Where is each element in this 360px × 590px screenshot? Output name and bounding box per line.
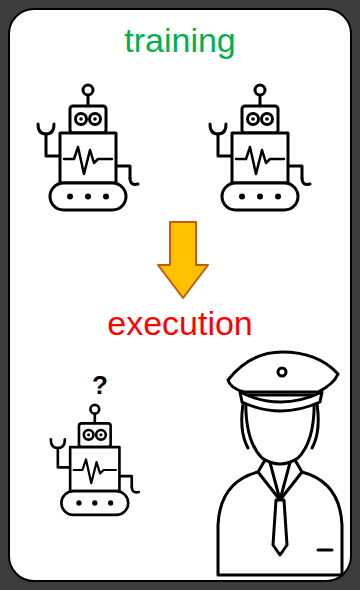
panel-box: training execution bbox=[8, 8, 352, 582]
phase-heading: training bbox=[10, 20, 350, 60]
phase-heading: execution bbox=[10, 303, 350, 343]
question-mark: ? bbox=[92, 370, 108, 400]
